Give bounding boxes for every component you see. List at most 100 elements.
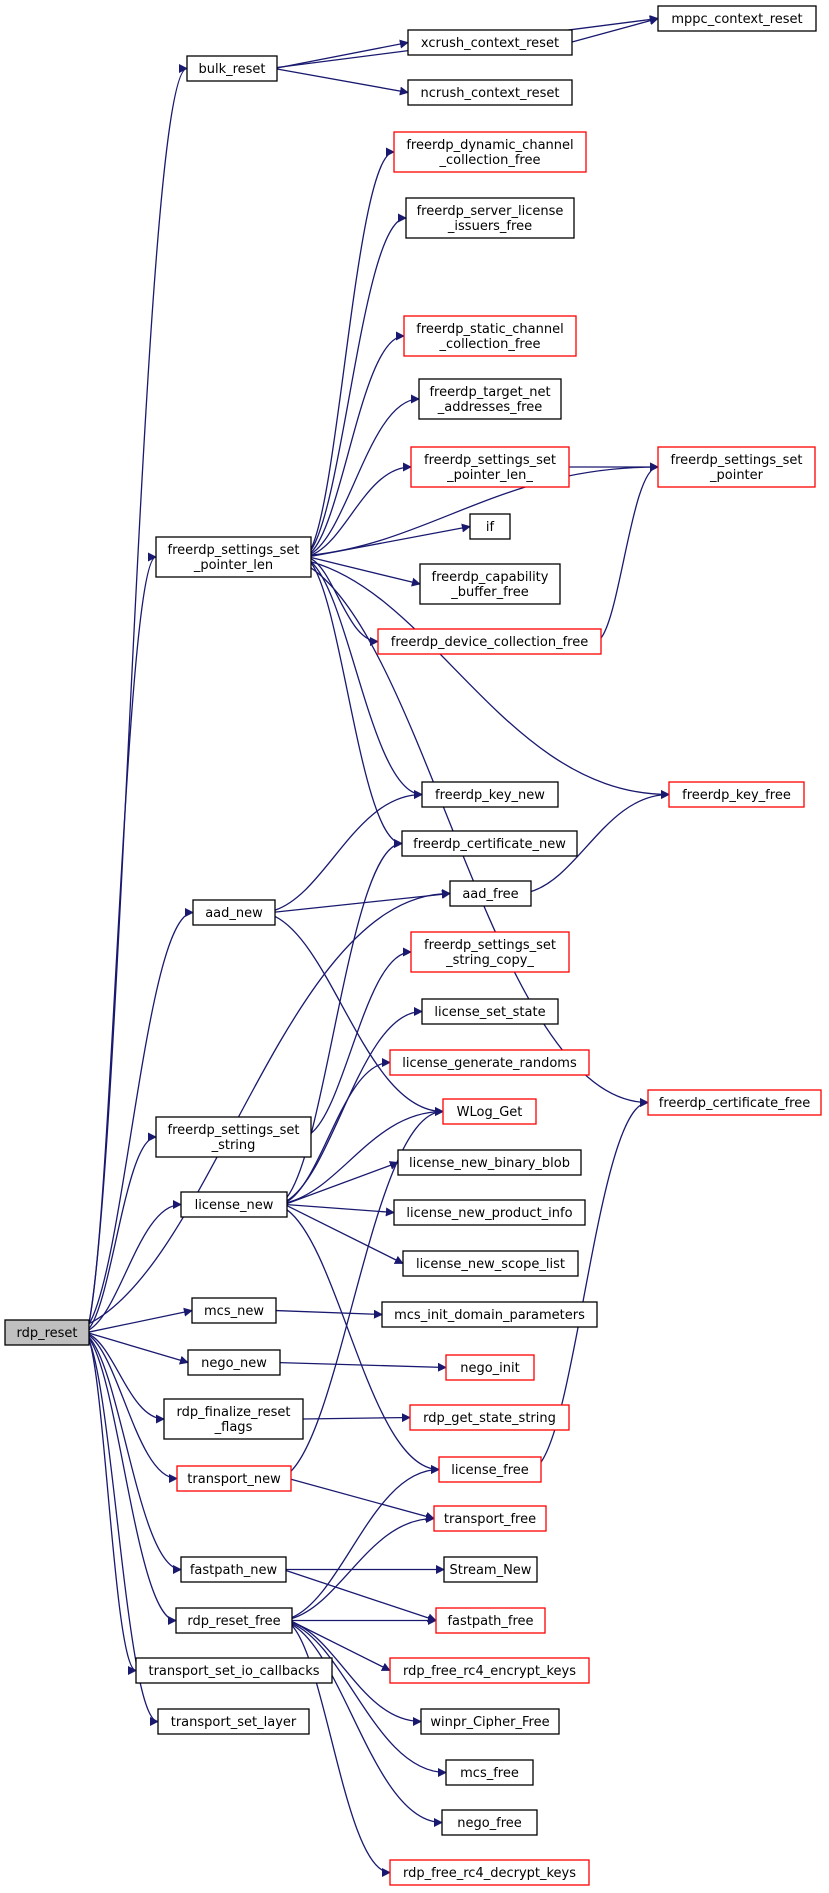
node-mcs_new[interactable]: mcs_new	[191, 1297, 277, 1324]
node-license_new[interactable]: license_new	[180, 1191, 288, 1218]
node-transport_free[interactable]: transport_free	[433, 1505, 547, 1532]
node-box[interactable]	[449, 880, 532, 907]
node-box[interactable]	[420, 1708, 560, 1735]
node-box[interactable]	[435, 1607, 546, 1634]
node-freerdp_capability_buffer_free[interactable]: freerdp_capability_buffer_free	[419, 563, 561, 605]
node-box[interactable]	[407, 79, 573, 106]
node-rdp_get_state_string[interactable]: rdp_get_state_string	[409, 1404, 570, 1431]
node-transport_set_io_callbacks[interactable]: transport_set_io_callbacks	[135, 1657, 333, 1684]
node-box[interactable]	[441, 1809, 538, 1836]
node-box[interactable]	[668, 781, 805, 808]
node-freerdp_target_net_addresses_free[interactable]: freerdp_target_net_addresses_free	[418, 378, 562, 420]
node-box[interactable]	[401, 830, 578, 857]
node-fastpath_new[interactable]: fastpath_new	[180, 1556, 287, 1583]
node-box[interactable]	[155, 536, 312, 578]
node-freerdp_device_collection_free[interactable]: freerdp_device_collection_free	[377, 628, 602, 655]
node-box[interactable]	[180, 1191, 288, 1218]
node-freerdp_settings_set_pointer_len_[interactable]: freerdp_settings_set_pointer_len_	[410, 446, 570, 488]
node-freerdp_certificate_free[interactable]: freerdp_certificate_free	[647, 1089, 822, 1116]
node-box[interactable]	[393, 131, 587, 173]
node-aad_free[interactable]: aad_free	[449, 880, 532, 907]
node-box[interactable]	[418, 378, 562, 420]
node-freerdp_static_channel_collection_free[interactable]: freerdp_static_channel_collection_free	[403, 315, 577, 357]
node-freerdp_key_new[interactable]: freerdp_key_new	[421, 781, 559, 808]
node-freerdp_settings_set_string_copy_[interactable]: freerdp_settings_set_string_copy_	[410, 931, 570, 973]
node-box[interactable]	[155, 1116, 312, 1158]
node-rdp_free_rc4_decrypt_keys[interactable]: rdp_free_rc4_decrypt_keys	[389, 1859, 590, 1886]
node-box[interactable]	[403, 315, 577, 357]
node-rdp_finalize_reset_flags[interactable]: rdp_finalize_reset_flags	[163, 1398, 304, 1440]
node-box[interactable]	[445, 1354, 535, 1381]
node-box[interactable]	[186, 55, 278, 82]
node-transport_set_layer[interactable]: transport_set_layer	[157, 1708, 310, 1735]
node-aad_new[interactable]: aad_new	[192, 899, 276, 926]
node-freerdp_dynamic_channel_collection_free[interactable]: freerdp_dynamic_channel_collection_free	[393, 131, 587, 173]
node-xcrush_context_reset[interactable]: xcrush_context_reset	[407, 29, 573, 56]
node-box[interactable]	[393, 1199, 586, 1226]
node-winpr_Cipher_Free[interactable]: winpr_Cipher_Free	[420, 1708, 560, 1735]
node-freerdp_settings_set_string[interactable]: freerdp_settings_set_string	[155, 1116, 312, 1158]
node-freerdp_settings_set_pointer[interactable]: freerdp_settings_set_pointer	[657, 446, 816, 488]
node-license_new_scope_list[interactable]: license_new_scope_list	[402, 1250, 579, 1277]
node-box[interactable]	[389, 1859, 590, 1886]
node-box[interactable]	[421, 998, 559, 1025]
node-freerdp_key_free[interactable]: freerdp_key_free	[668, 781, 805, 808]
node-box[interactable]	[187, 1349, 281, 1376]
node-box[interactable]	[191, 1297, 277, 1324]
node-box[interactable]	[381, 1301, 598, 1328]
node-box[interactable]	[135, 1657, 333, 1684]
node-box[interactable]	[175, 1607, 293, 1634]
node-box[interactable]	[377, 628, 602, 655]
node-box[interactable]	[469, 513, 511, 540]
node-mppc_context_reset[interactable]: mppc_context_reset	[657, 5, 817, 32]
node-box[interactable]	[397, 1149, 582, 1176]
node-box[interactable]	[438, 1456, 542, 1483]
node-mcs_free[interactable]: mcs_free	[445, 1759, 534, 1786]
node-box[interactable]	[443, 1556, 538, 1583]
node-license_new_product_info[interactable]: license_new_product_info	[393, 1199, 586, 1226]
node-transport_new[interactable]: transport_new	[176, 1465, 292, 1492]
node-freerdp_certificate_new[interactable]: freerdp_certificate_new	[401, 830, 578, 857]
node-box[interactable]	[409, 1404, 570, 1431]
node-nego_init[interactable]: nego_init	[445, 1354, 535, 1381]
node-WLog_Get[interactable]: WLog_Get	[442, 1098, 537, 1125]
node-rdp_free_rc4_encrypt_keys[interactable]: rdp_free_rc4_encrypt_keys	[389, 1657, 590, 1684]
node-freerdp_settings_set_pointer_len[interactable]: freerdp_settings_set_pointer_len	[155, 536, 312, 578]
node-license_set_state[interactable]: license_set_state	[421, 998, 559, 1025]
node-rdp_reset[interactable]: rdp_reset	[4, 1319, 90, 1346]
node-box[interactable]	[180, 1556, 287, 1583]
node-fastpath_free[interactable]: fastpath_free	[435, 1607, 546, 1634]
node-bulk_reset[interactable]: bulk_reset	[186, 55, 278, 82]
node-box[interactable]	[163, 1398, 304, 1440]
node-license_generate_randoms[interactable]: license_generate_randoms	[389, 1049, 590, 1076]
node-box[interactable]	[647, 1089, 822, 1116]
node-Stream_New[interactable]: Stream_New	[443, 1556, 538, 1583]
node-box[interactable]	[405, 197, 575, 239]
node-box[interactable]	[176, 1465, 292, 1492]
node-ncrush_context_reset[interactable]: ncrush_context_reset	[407, 79, 573, 106]
node-box[interactable]	[410, 931, 570, 973]
node-box[interactable]	[389, 1657, 590, 1684]
node-rdp_reset_free[interactable]: rdp_reset_free	[175, 1607, 293, 1634]
node-box[interactable]	[192, 899, 276, 926]
node-box[interactable]	[421, 781, 559, 808]
node-box[interactable]	[419, 563, 561, 605]
node-box[interactable]	[657, 5, 817, 32]
node-license_new_binary_blob[interactable]: license_new_binary_blob	[397, 1149, 582, 1176]
node-nego_free[interactable]: nego_free	[441, 1809, 538, 1836]
node-box[interactable]	[433, 1505, 547, 1532]
node-box[interactable]	[442, 1098, 537, 1125]
node-box[interactable]	[389, 1049, 590, 1076]
node-box[interactable]	[657, 446, 816, 488]
node-box[interactable]	[402, 1250, 579, 1277]
node-mcs_init_domain_parameters[interactable]: mcs_init_domain_parameters	[381, 1301, 598, 1328]
node-box[interactable]	[445, 1759, 534, 1786]
node-box[interactable]	[407, 29, 573, 56]
node-box[interactable]	[410, 446, 570, 488]
node-nego_new[interactable]: nego_new	[187, 1349, 281, 1376]
node-box[interactable]	[157, 1708, 310, 1735]
node-license_free[interactable]: license_free	[438, 1456, 542, 1483]
node-if[interactable]: if	[469, 513, 511, 540]
node-freerdp_server_license_issuers_free[interactable]: freerdp_server_license_issuers_free	[405, 197, 575, 239]
node-box[interactable]	[4, 1319, 90, 1346]
